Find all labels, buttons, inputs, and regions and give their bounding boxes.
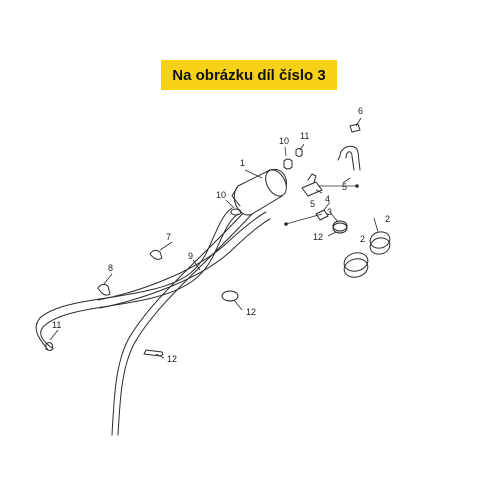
connection-lines xyxy=(284,184,359,226)
callout-10-lower: 10 xyxy=(216,190,226,200)
ring-12-b xyxy=(143,349,164,357)
callout-12-middle: 12 xyxy=(246,307,256,317)
banner-text: Na obrázku díl číslo 3 xyxy=(172,66,326,84)
clamp-10-lower xyxy=(230,208,242,216)
fuel-filter-1 xyxy=(231,168,287,216)
leader-lines xyxy=(49,117,379,359)
band-clamp-2a xyxy=(343,252,369,278)
clamp-11-lower xyxy=(45,342,54,351)
callout-2-upper: 2 xyxy=(385,214,390,224)
band-clamp-2b xyxy=(369,231,391,255)
callout-12-right: 12 xyxy=(313,232,323,242)
ring-12-a xyxy=(221,290,239,302)
callout-1: 1 xyxy=(240,158,245,168)
elbow-hose-6 xyxy=(337,123,361,171)
clip-7 xyxy=(149,249,163,260)
callout-6: 6 xyxy=(358,106,363,116)
clamp-11-upper xyxy=(295,148,303,157)
valve-4 xyxy=(315,209,329,221)
callout-5-left: 5 xyxy=(310,199,315,209)
callout-8: 8 xyxy=(108,263,113,273)
valve-5 xyxy=(301,173,323,197)
callout-12-lower: 12 xyxy=(167,354,177,364)
callout-9: 9 xyxy=(188,251,193,261)
callout-11-lower: 11 xyxy=(52,320,61,330)
part-banner: Na obrázku díl číslo 3 xyxy=(161,60,337,90)
callout-2-lower: 2 xyxy=(360,234,365,244)
callout-5-right: 5 xyxy=(342,182,347,192)
drain-hose xyxy=(111,209,253,436)
clamp-3 xyxy=(332,220,348,234)
callout-10-upper: 10 xyxy=(279,136,289,146)
clip-8 xyxy=(97,283,111,296)
callout-7: 7 xyxy=(166,232,171,242)
callout-11-upper: 11 xyxy=(300,131,309,141)
callout-3: 3 xyxy=(327,207,332,217)
hose-9 xyxy=(35,207,271,351)
clamp-10-upper xyxy=(283,158,293,170)
callout-4: 4 xyxy=(325,194,330,204)
callout-labels: 1 2 2 3 4 5 5 6 7 8 9 10 10 11 11 12 12 … xyxy=(52,106,390,364)
